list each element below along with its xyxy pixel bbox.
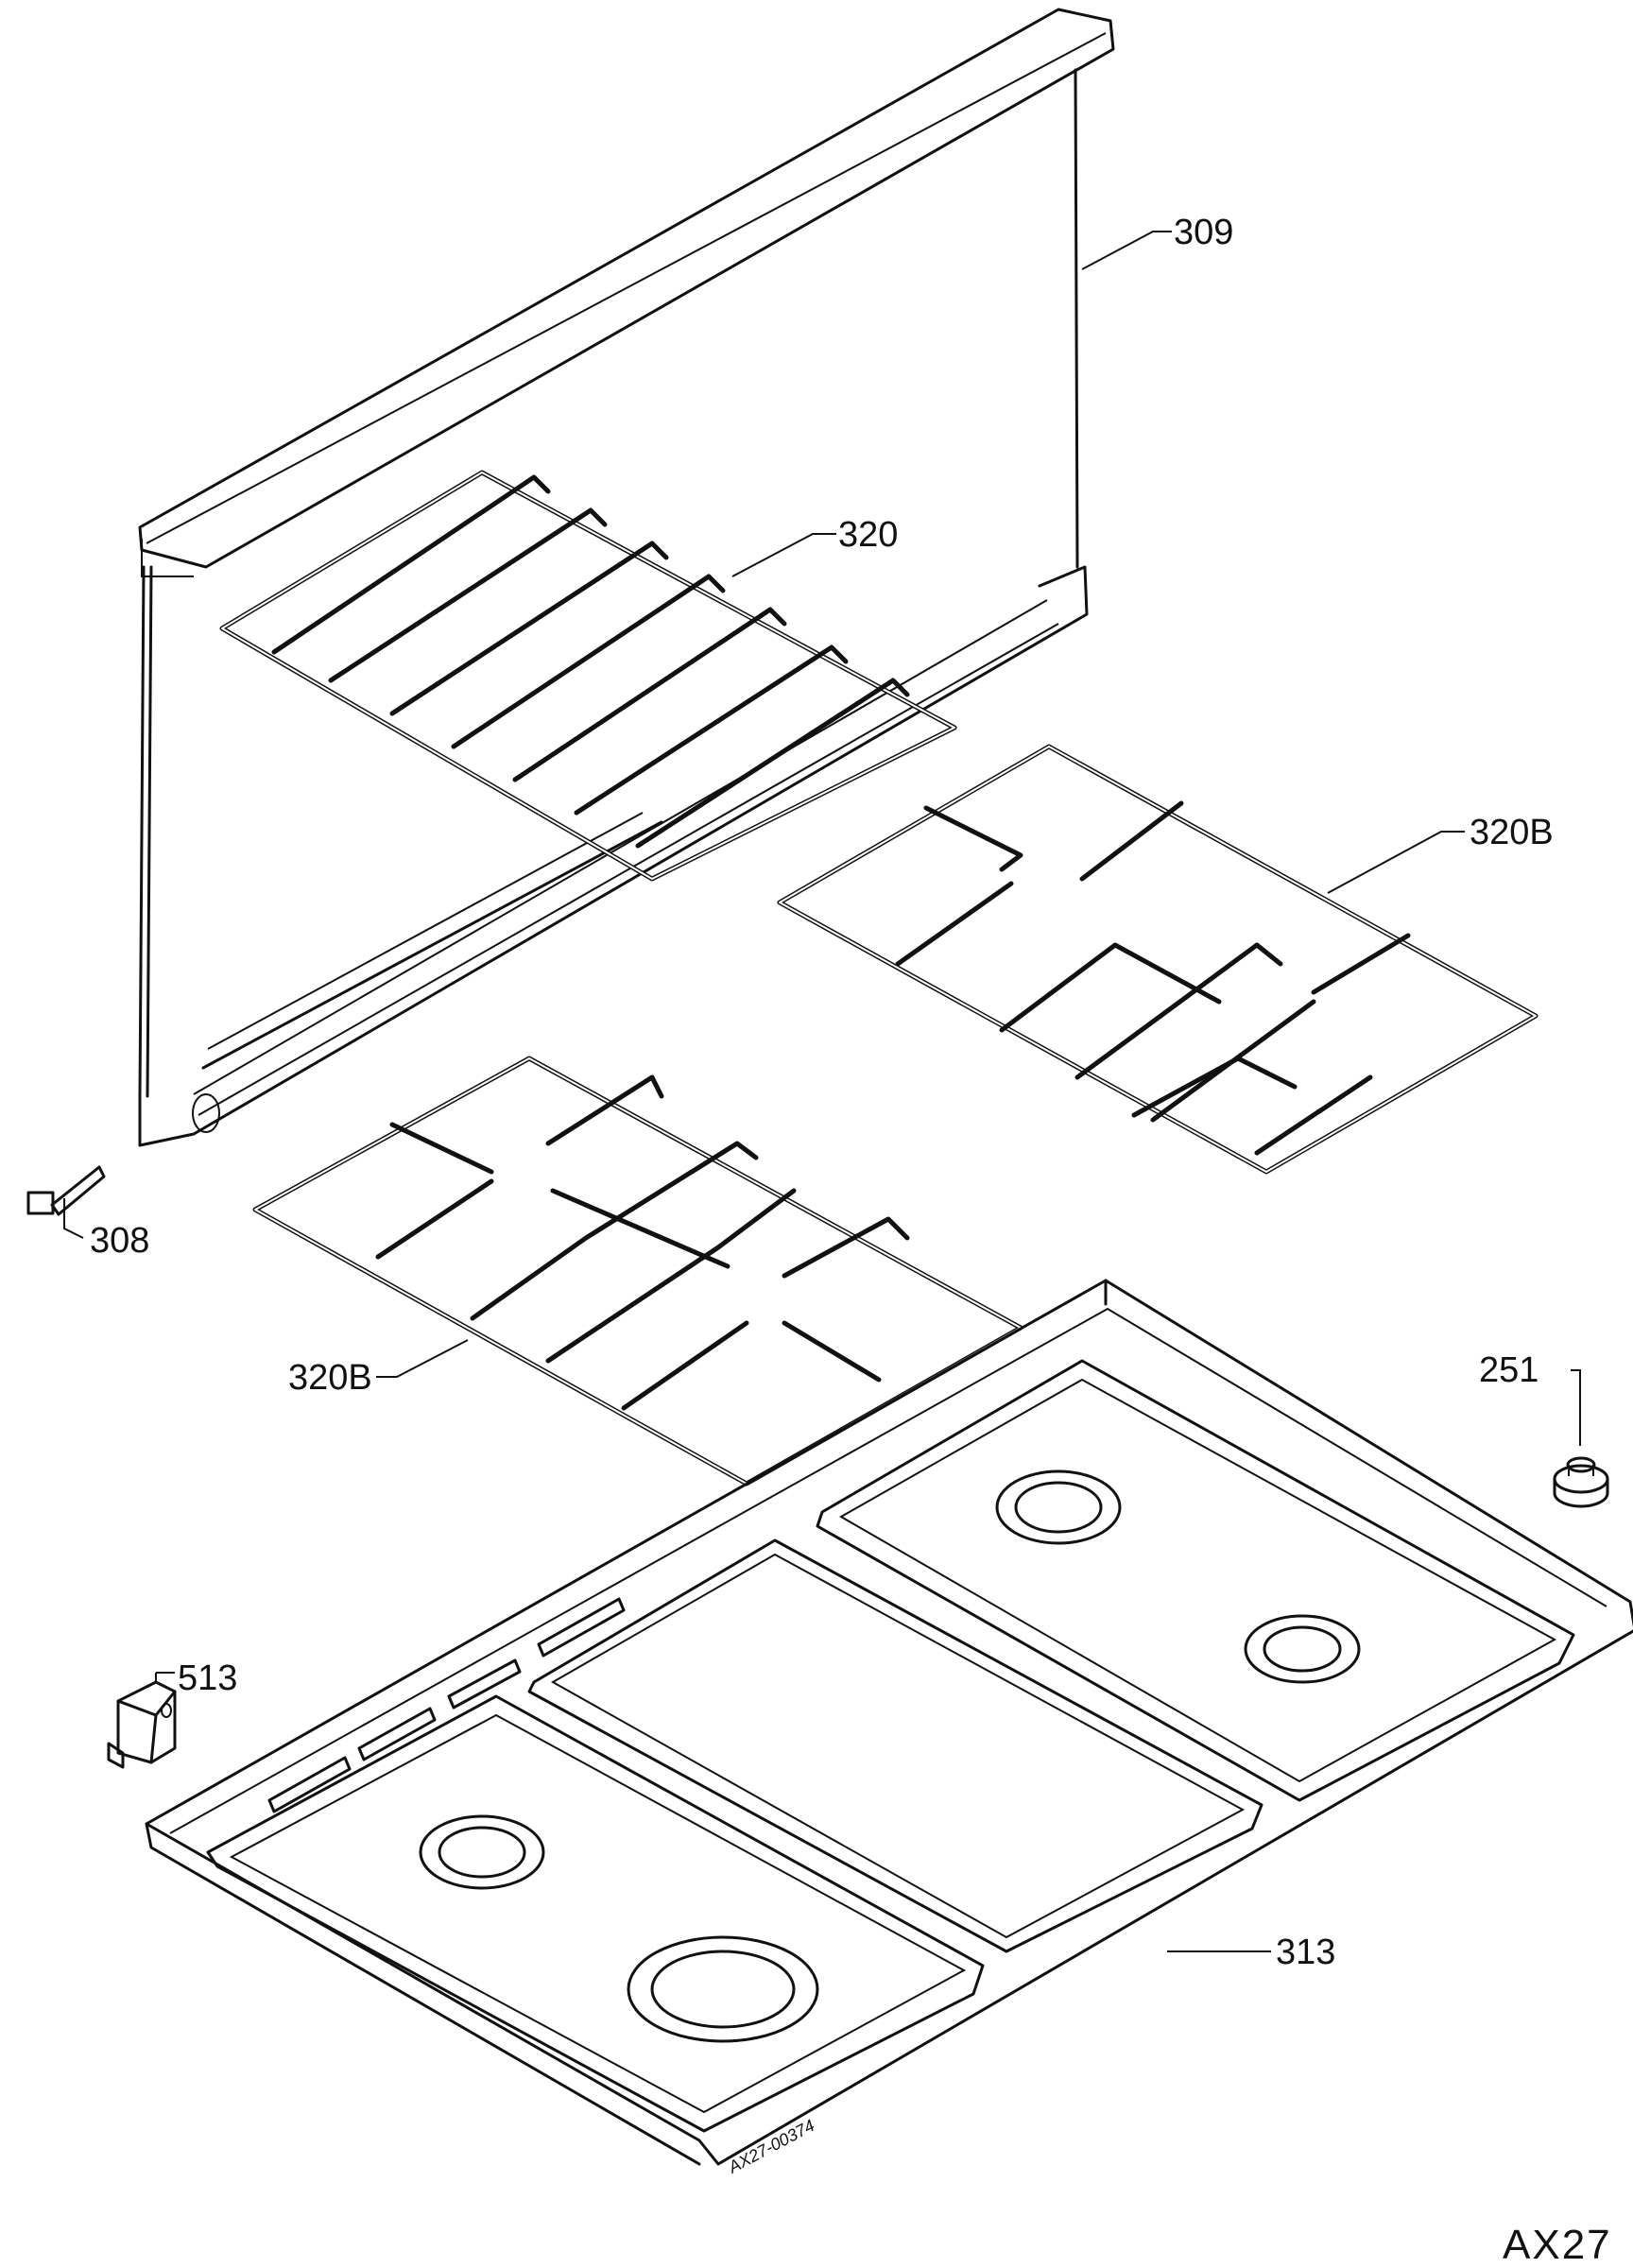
corner-code: AX27 [1503, 2222, 1612, 2268]
label-251: 251 [1479, 1350, 1538, 1390]
label-320: 320 [838, 515, 898, 555]
label-308: 308 [90, 1221, 149, 1261]
knob-251 [1553, 1456, 1609, 1508]
label-513: 513 [178, 1658, 237, 1698]
leader-lines [156, 231, 1581, 1952]
grid-320b-right [777, 744, 1538, 1175]
grid-320b-left [252, 1056, 1023, 1486]
label-320b-right: 320B [1470, 813, 1554, 852]
screw-308 [26, 1165, 106, 1239]
glass-lid-309 [138, 8, 1115, 1147]
label-313: 313 [1276, 1933, 1335, 1972]
connector-513 [107, 1673, 177, 1769]
grid-320 [219, 470, 957, 882]
drawing-code-stamp: AX27-00374 [725, 2116, 818, 2177]
label-320b-left: 320B [288, 1358, 372, 1398]
label-309: 309 [1174, 213, 1233, 252]
hob-top-313 [145, 1279, 1633, 2166]
